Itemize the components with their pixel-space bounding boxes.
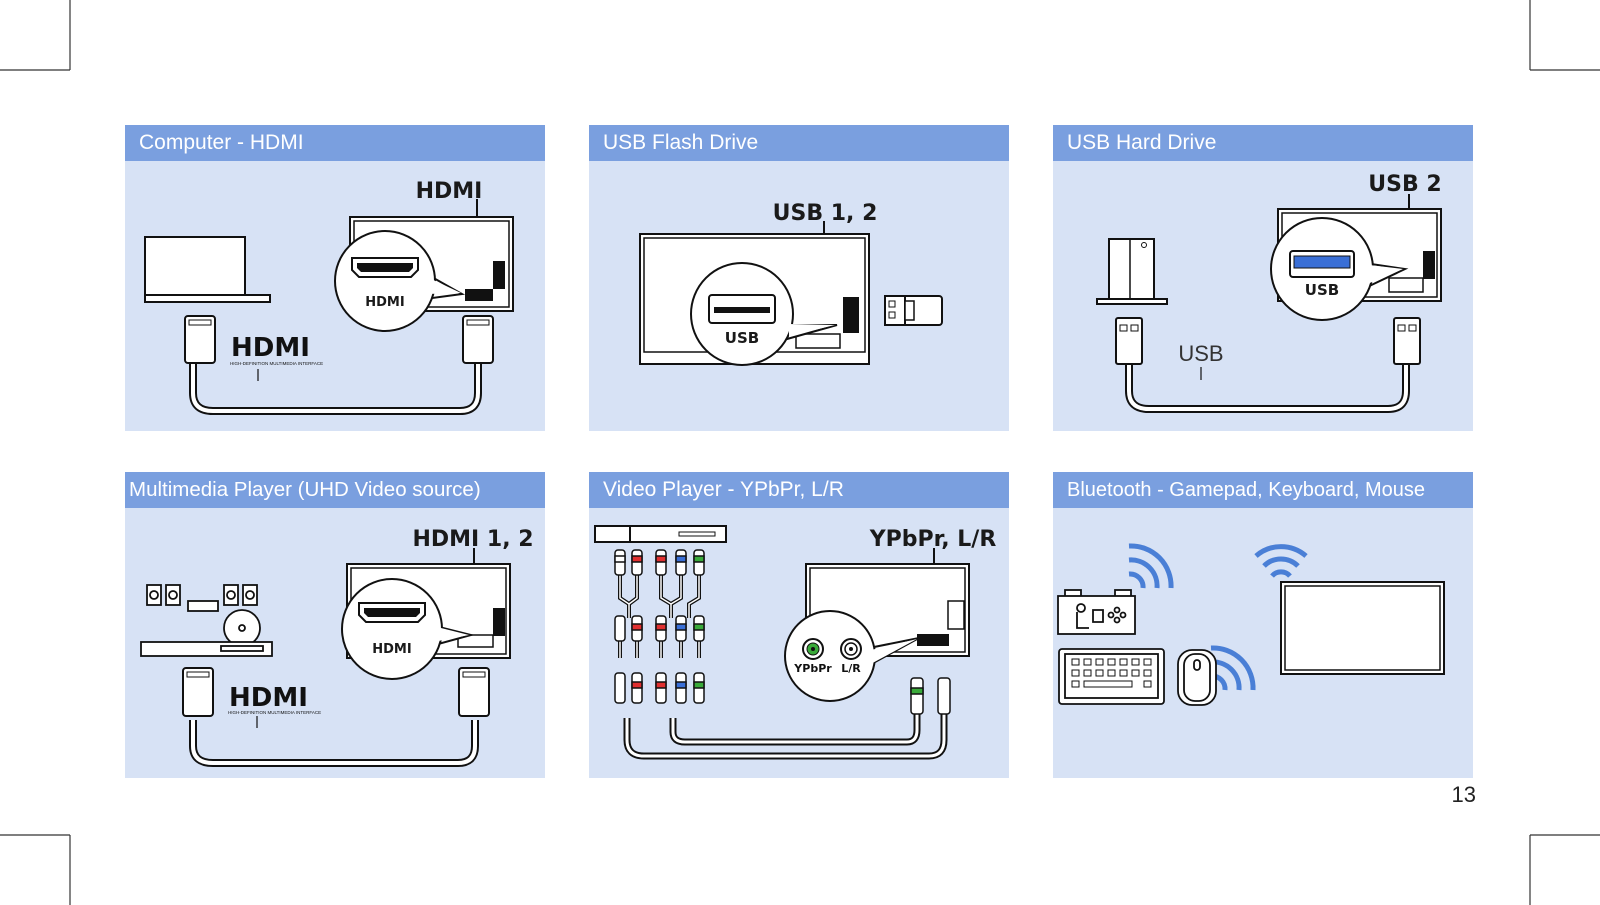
- callout-label: HDMI: [416, 179, 483, 204]
- svg-text:HIGH-DEFINITION MULTIMEDIA INT: HIGH-DEFINITION MULTIMEDIA INTERFACE: [230, 361, 323, 366]
- usb-port-icon: [708, 294, 776, 324]
- gamepad-icon: [1057, 589, 1136, 635]
- panel-usb-flash-drive: USB Flash Drive USB 1, 2 USB: [589, 125, 1009, 431]
- computer-hdmi-diagram: HDMI HDMI HDMI HIGH-DEFINITION MULTI: [144, 179, 514, 415]
- panel-title: Multimedia Player (UHD Video source): [125, 472, 545, 508]
- panel-usb-hard-drive: USB Hard Drive USB 2 USB: [1053, 125, 1473, 431]
- hard-drive-icon: [1096, 238, 1168, 305]
- panel-multimedia-player: Multimedia Player (UHD Video source) HDM…: [125, 472, 545, 778]
- panel-title: USB Flash Drive: [589, 125, 1009, 161]
- video-player-diagram: YPbPr, L/R: [594, 525, 997, 760]
- panel-title: Video Player - YPbPr, L/R: [589, 472, 1009, 508]
- laptop-icon: [144, 236, 271, 303]
- svg-text:HDMI: HDMI: [229, 683, 308, 713]
- port-label: HDMI: [365, 295, 404, 310]
- home-theater-icon: [140, 584, 273, 657]
- usb-flash-drive-icon: [884, 295, 943, 326]
- bluetooth-diagram: [1057, 543, 1445, 706]
- usb-flash-diagram: USB 1, 2 USB: [639, 201, 943, 366]
- cable-label: USB: [1178, 341, 1223, 366]
- mouse-icon: [1177, 649, 1217, 706]
- callout-label: YPbPr, L/R: [869, 527, 997, 552]
- svg-text:HIGH-DEFINITION MULTIMEDIA INT: HIGH-DEFINITION MULTIMEDIA INTERFACE: [228, 710, 321, 715]
- port-label-ypbpr: YPbPr: [793, 662, 832, 675]
- panel-computer-hdmi: Computer - HDMI HDMI HDMI HDMI: [125, 125, 545, 431]
- port-label: USB: [1305, 281, 1339, 299]
- video-player-icon: [594, 525, 727, 543]
- callout-label: USB 2: [1368, 172, 1441, 197]
- port-label-lr: L/R: [841, 662, 861, 675]
- usb-hard-drive-diagram: USB 2 USB USB: [1096, 172, 1442, 413]
- multimedia-player-diagram: HDMI 1, 2 HDMI: [140, 527, 534, 767]
- callout-label: HDMI 1, 2: [412, 527, 533, 552]
- panel-video-player: Video Player - YPbPr, L/R YPbPr, L/R: [589, 472, 1009, 778]
- panel-title: Bluetooth - Gamepad, Keyboard, Mouse: [1053, 472, 1473, 508]
- wifi-icon: [1254, 544, 1308, 578]
- port-label: USB: [725, 329, 759, 347]
- hdmi-logo: HDMI HIGH-DEFINITION MULTIMEDIA INTERFAC…: [228, 683, 321, 715]
- usb-port-icon: [1289, 250, 1355, 278]
- page-number: 13: [1451, 782, 1476, 807]
- panel-bluetooth: Bluetooth - Gamepad, Keyboard, Mouse: [1053, 472, 1473, 778]
- panel-title: USB Hard Drive: [1053, 125, 1473, 161]
- panel-title: Computer - HDMI: [125, 125, 545, 161]
- hdmi-port-icon: [351, 257, 419, 278]
- rca-cable-group: [614, 549, 951, 715]
- svg-text:HDMI: HDMI: [231, 333, 310, 363]
- hdmi-port-icon: [358, 602, 426, 623]
- port-label: HDMI: [372, 642, 411, 657]
- hdmi-logo: HDMI HIGH-DEFINITION MULTIMEDIA INTERFAC…: [230, 333, 323, 366]
- keyboard-icon: [1058, 648, 1165, 705]
